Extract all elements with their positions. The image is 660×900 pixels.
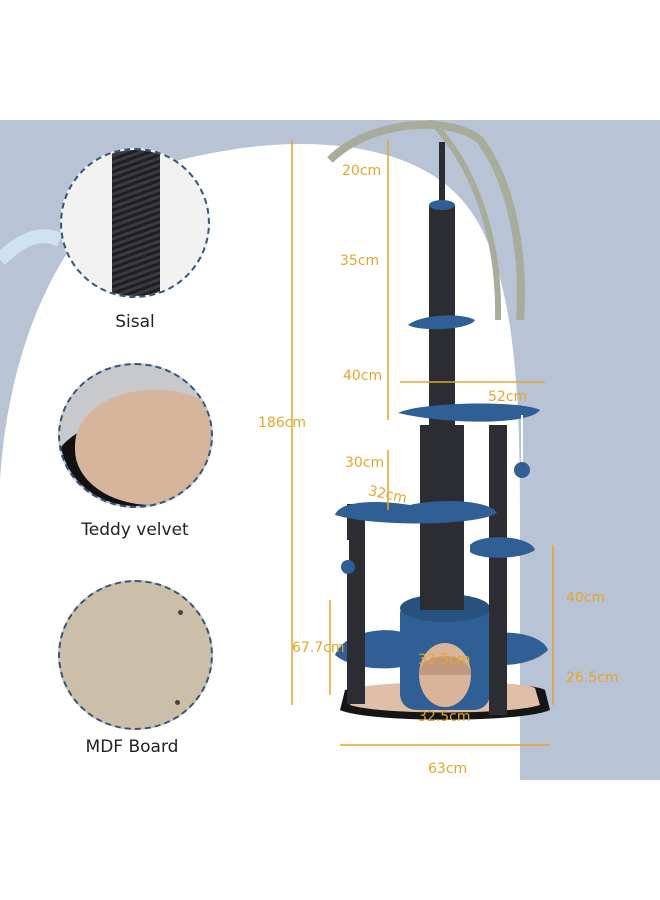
sisal-swatch: [60, 148, 210, 298]
teddy-velvet-label: Teddy velvet: [81, 520, 189, 540]
dim-right-base: 26.5cm: [566, 670, 619, 686]
mdf-screw-icon: [175, 700, 180, 705]
sisal-label: Sisal: [115, 312, 155, 332]
product-image: Sisal Teddy velvet MDF Board 20cm 35cm 4…: [0, 120, 660, 780]
dim-side-post: 40cm: [566, 590, 606, 606]
dim-left-height: 67.7cm: [292, 640, 345, 656]
dim-condo-height: 33.5cm: [418, 652, 471, 668]
mdf-board-swatch: [58, 580, 213, 730]
mdf-board-label: MDF Board: [85, 737, 179, 757]
dim-top-post: 20cm: [342, 163, 382, 179]
mdf-screw-icon: [178, 610, 183, 615]
dim-platform-width: 52cm: [488, 389, 528, 405]
dim-segment-middle: 30cm: [345, 455, 385, 471]
sisal-rope-texture: [112, 150, 160, 296]
dim-condo-width: 32.5cm: [418, 709, 471, 725]
teddy-velvet-swatch: [58, 363, 213, 508]
teddy-velvet-texture: [75, 390, 211, 505]
dim-segment-upper: 40cm: [343, 368, 383, 384]
dim-total-height: 186cm: [258, 415, 307, 431]
dim-segment-top: 35cm: [340, 253, 380, 269]
dim-base-width: 63cm: [428, 761, 468, 777]
